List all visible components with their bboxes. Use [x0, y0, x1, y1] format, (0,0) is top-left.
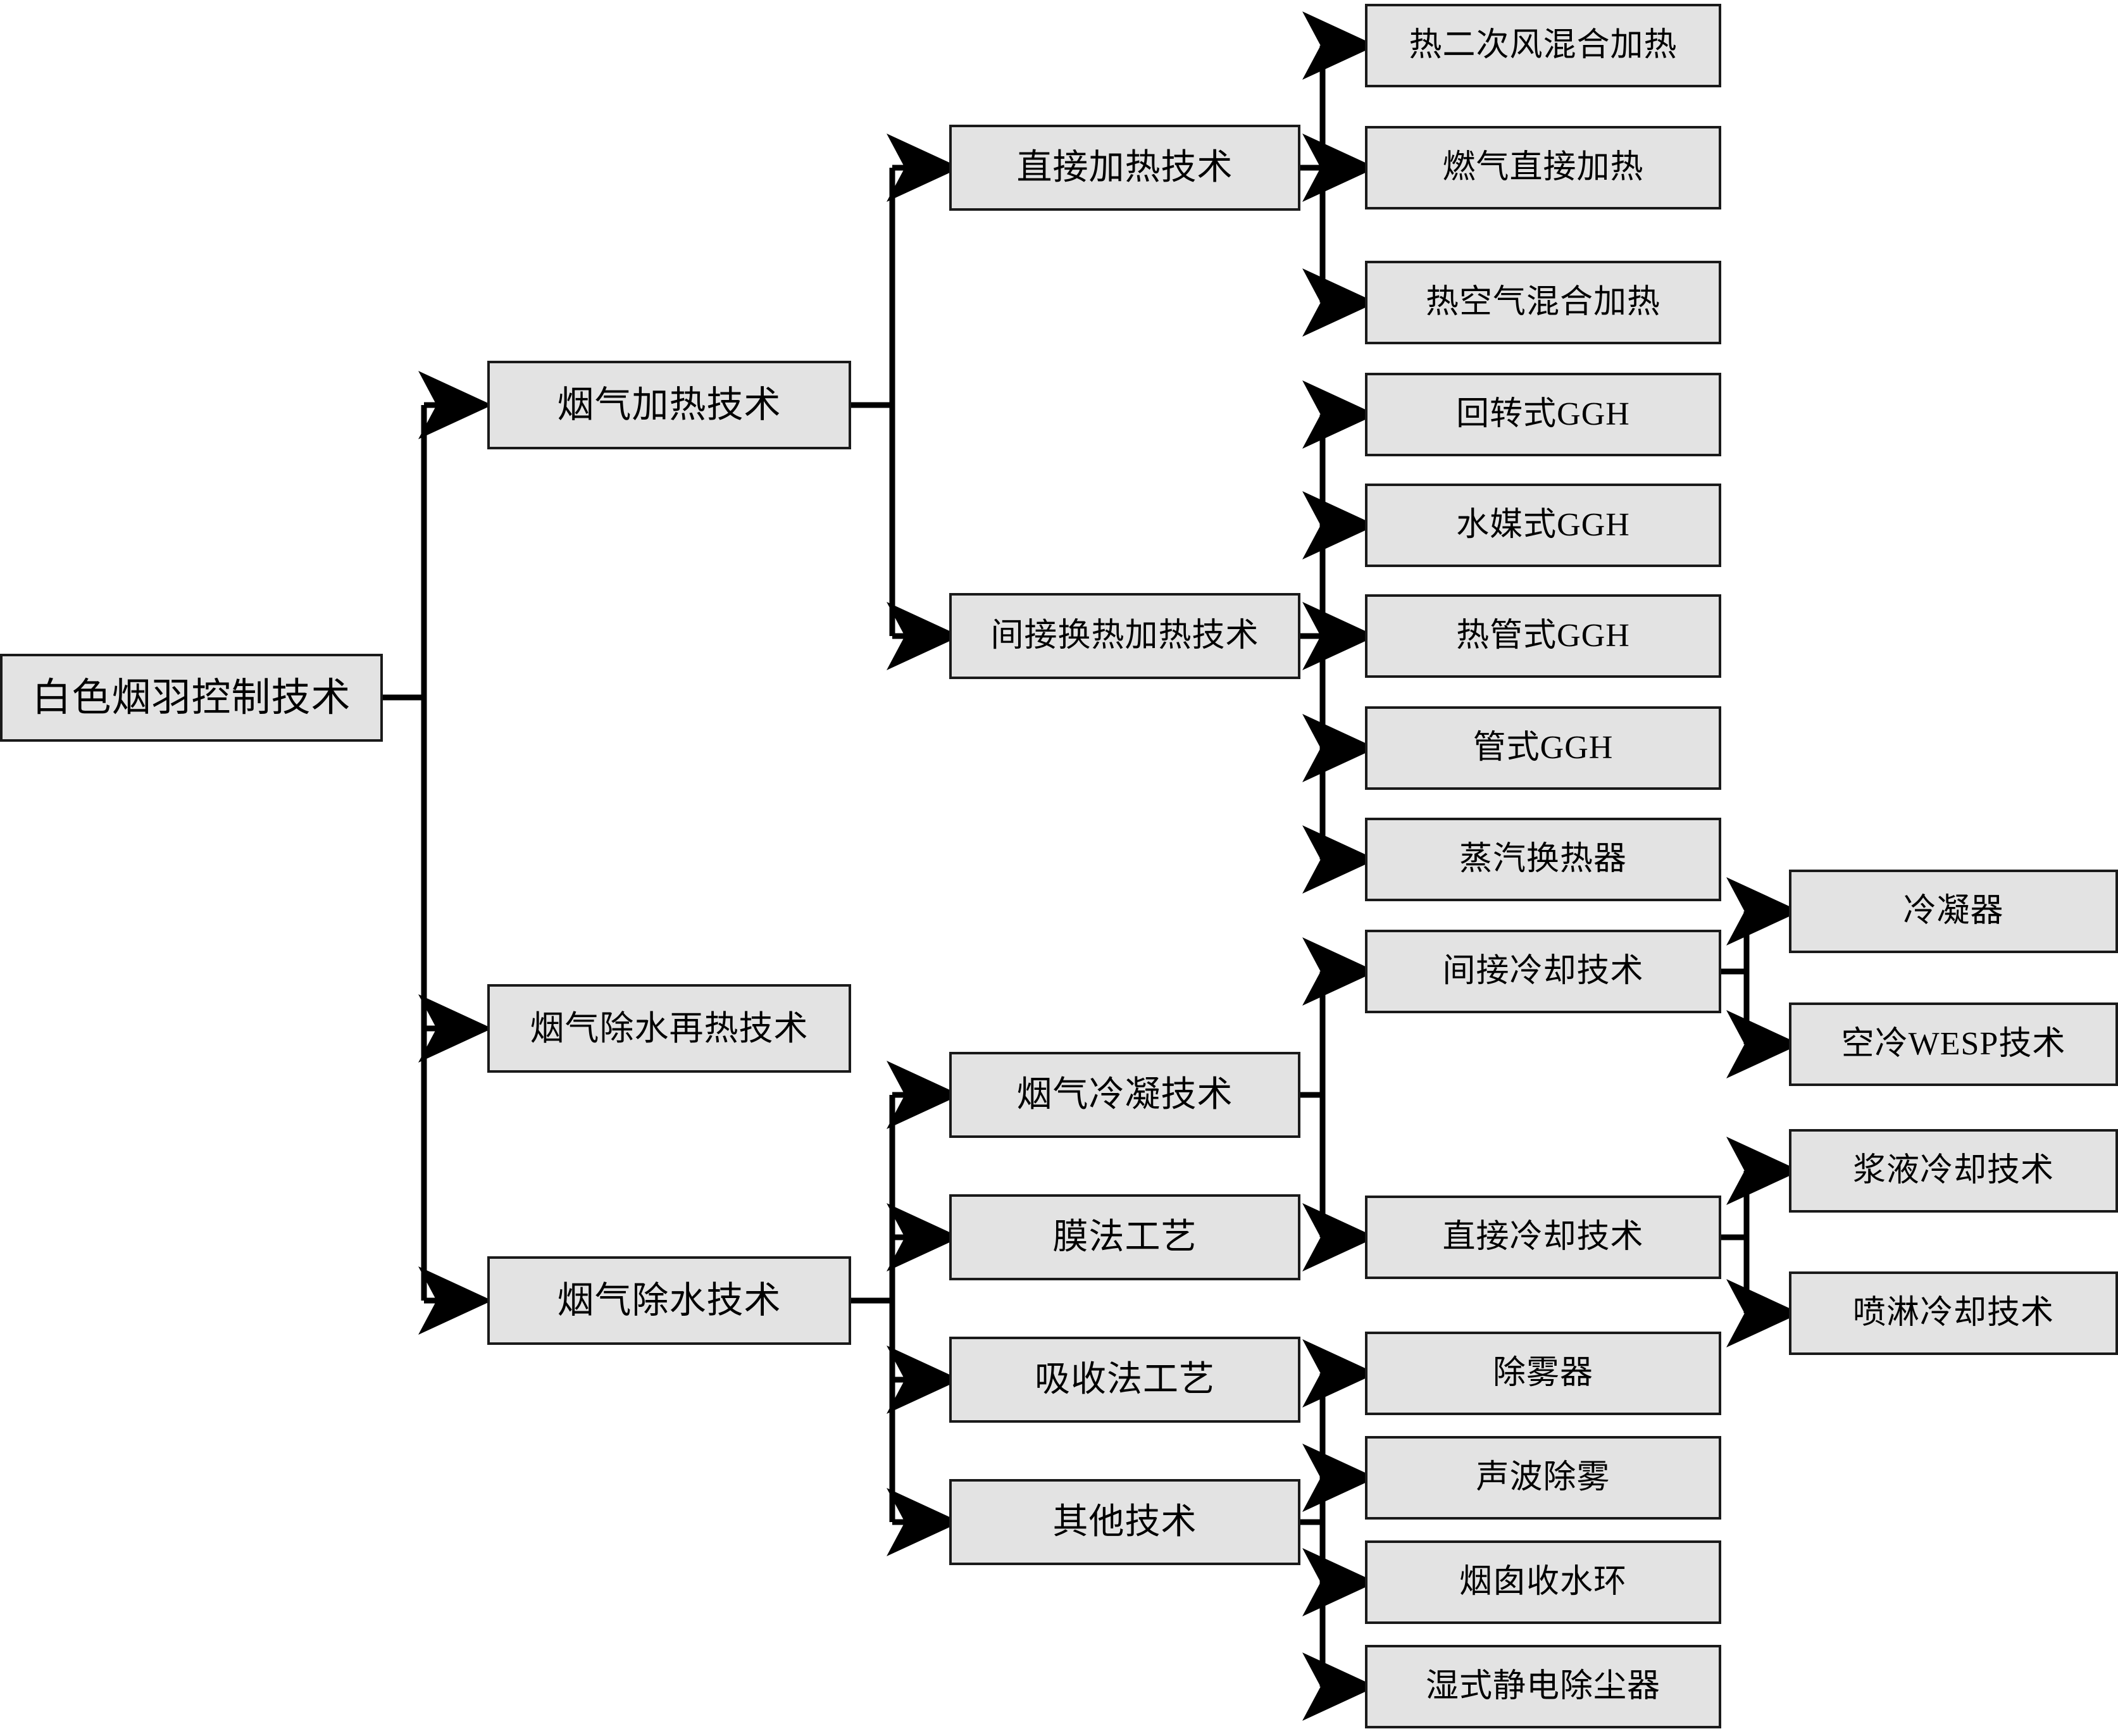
node-root[interactable]: 白色烟羽控制技术	[0, 654, 383, 742]
node-flue-gas-dewatering[interactable]: 烟气除水技术	[487, 1256, 851, 1345]
node-water-medium-ggh[interactable]: 水媒式GGH	[1365, 484, 1721, 567]
node-label: 热管式GGH	[1456, 618, 1630, 654]
node-label: 烟气加热技术	[557, 384, 782, 425]
node-label: 直接加热技术	[1016, 148, 1233, 187]
node-label: 冷凝器	[1903, 893, 2004, 929]
node-wet-electrostatic-precipitator[interactable]: 湿式静电除尘器	[1365, 1645, 1721, 1728]
node-label: 吸收法工艺	[1035, 1360, 1215, 1399]
node-demister[interactable]: 除雾器	[1365, 1332, 1721, 1415]
node-air-cooled-wesp[interactable]: 空冷WESP技术	[1789, 1002, 2118, 1086]
node-label: 间接冷却技术	[1442, 953, 1644, 989]
node-flue-gas-condensation[interactable]: 烟气冷凝技术	[949, 1052, 1300, 1138]
node-label: 声波除雾	[1476, 1459, 1610, 1496]
node-indirect-heat-exchange-heating[interactable]: 间接换热加热技术	[949, 593, 1300, 679]
node-gas-direct-heating[interactable]: 燃气直接加热	[1365, 126, 1721, 209]
node-label: 管式GGH	[1473, 730, 1614, 766]
node-direct-heating[interactable]: 直接加热技术	[949, 125, 1300, 211]
node-label: 烟囱收水环	[1459, 1564, 1627, 1600]
node-label: 其他技术	[1052, 1502, 1197, 1542]
node-condenser[interactable]: 冷凝器	[1789, 870, 2118, 953]
node-stack-water-recovery-ring[interactable]: 烟囱收水环	[1365, 1540, 1721, 1624]
node-label: 空冷WESP技术	[1841, 1026, 2066, 1062]
node-slurry-cooling[interactable]: 浆液冷却技术	[1789, 1129, 2118, 1213]
node-direct-cooling[interactable]: 直接冷却技术	[1365, 1196, 1721, 1279]
node-hot-air-mixing-heating[interactable]: 热空气混合加热	[1365, 261, 1721, 344]
node-membrane-process[interactable]: 膜法工艺	[949, 1194, 1300, 1280]
node-label: 浆液冷却技术	[1852, 1152, 2054, 1189]
node-label: 膜法工艺	[1052, 1218, 1197, 1257]
node-acoustic-demisting[interactable]: 声波除雾	[1365, 1436, 1721, 1520]
node-label: 喷淋冷却技术	[1852, 1295, 2054, 1331]
node-heat-pipe-ggh[interactable]: 热管式GGH	[1365, 594, 1721, 678]
node-flue-gas-heating[interactable]: 烟气加热技术	[487, 361, 851, 449]
node-absorption-process[interactable]: 吸收法工艺	[949, 1337, 1300, 1423]
node-label: 湿式静电除尘器	[1425, 1668, 1660, 1704]
node-label: 热二次风混合加热	[1409, 27, 1678, 63]
node-label: 燃气直接加热	[1442, 149, 1644, 185]
node-label: 烟气除水再热技术	[530, 1009, 809, 1047]
node-label: 烟气冷凝技术	[1016, 1075, 1233, 1115]
node-indirect-cooling[interactable]: 间接冷却技术	[1365, 930, 1721, 1013]
node-other-technologies[interactable]: 其他技术	[949, 1479, 1300, 1565]
node-hot-secondary-air-mixing-heating[interactable]: 热二次风混合加热	[1365, 4, 1721, 87]
node-label: 除雾器	[1492, 1355, 1593, 1391]
node-label: 白色烟羽控制技术	[32, 676, 351, 720]
node-label: 水媒式GGH	[1456, 507, 1630, 543]
node-spray-cooling[interactable]: 喷淋冷却技术	[1789, 1271, 2118, 1355]
node-label: 蒸汽换热器	[1459, 841, 1627, 877]
node-dewater-reheat[interactable]: 烟气除水再热技术	[487, 984, 851, 1073]
node-label: 热空气混合加热	[1425, 284, 1660, 320]
node-label: 烟气除水技术	[557, 1280, 782, 1321]
node-label: 回转式GGH	[1456, 396, 1630, 432]
node-label: 直接冷却技术	[1442, 1219, 1644, 1255]
node-rotary-ggh[interactable]: 回转式GGH	[1365, 373, 1721, 456]
node-label: 间接换热加热技术	[990, 618, 1259, 654]
node-tube-ggh[interactable]: 管式GGH	[1365, 706, 1721, 790]
node-steam-heat-exchanger[interactable]: 蒸汽换热器	[1365, 818, 1721, 901]
